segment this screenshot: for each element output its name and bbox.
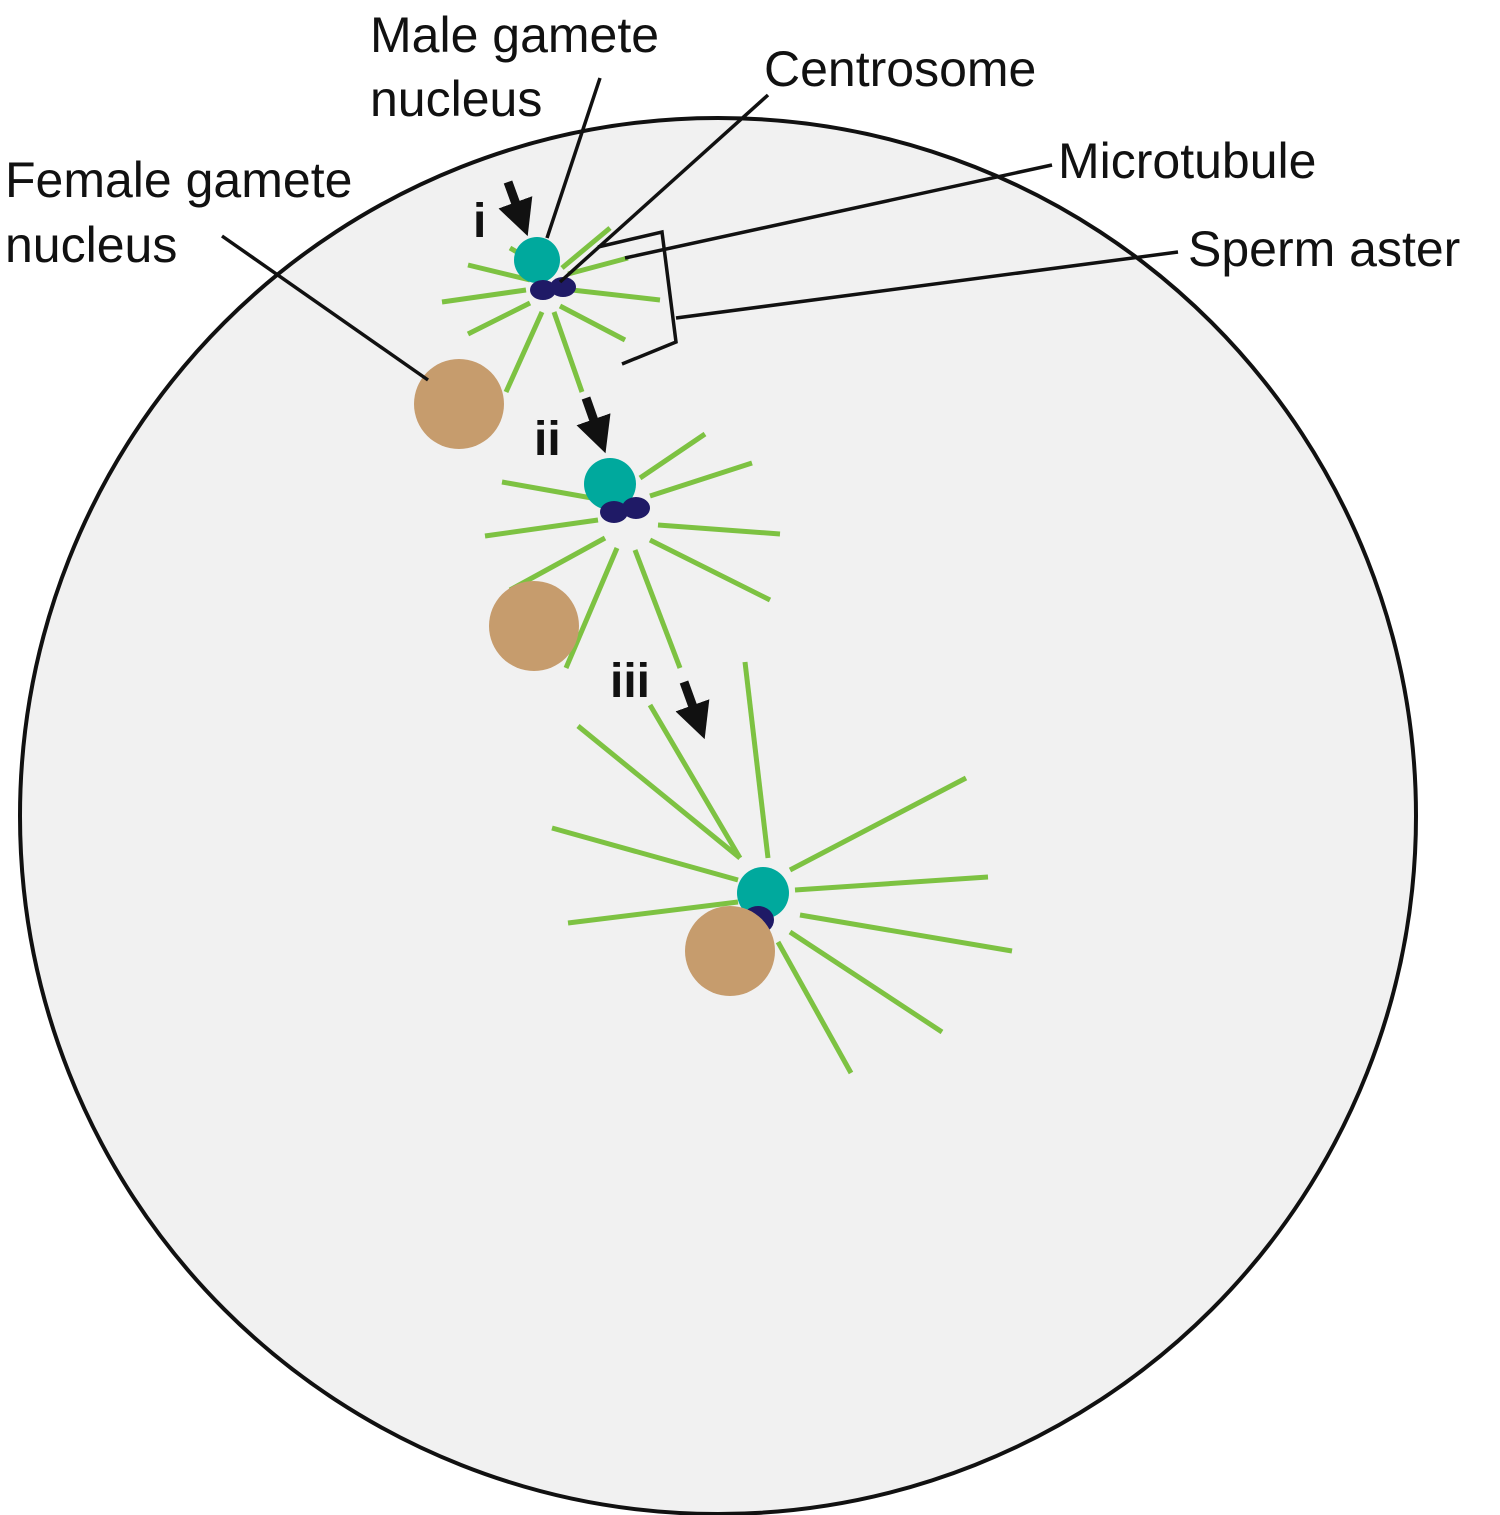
male-gamete-nucleus: [514, 237, 560, 283]
label-female-gamete-nucleus: Female gamete: [5, 152, 352, 208]
female-gamete-nucleus: [414, 359, 504, 449]
microtubule: [649, 460, 753, 499]
microtubule: [775, 940, 854, 1075]
female-gamete-nucleus: [489, 581, 579, 671]
microtubule: [508, 535, 607, 593]
microtubule: [657, 522, 781, 537]
microtubule: [467, 262, 531, 283]
sperm-aster-stage-ii: [484, 431, 781, 669]
microtubule: [441, 287, 527, 305]
label-centrosome: Centrosome: [764, 41, 1036, 97]
stage-label-iii: iii: [610, 655, 650, 708]
microtubule: [503, 310, 545, 394]
microtubule: [576, 724, 742, 860]
microtubule: [647, 703, 743, 860]
male-gamete-nucleus: [584, 458, 636, 510]
sperm-aster-stage-i: [441, 226, 661, 394]
microtubule-leader: [624, 163, 1053, 260]
microtubule: [466, 300, 532, 337]
stage-label-ii: ii: [534, 413, 561, 466]
arrow-down-icon: [675, 680, 710, 740]
arrow-down-icon: [576, 396, 611, 454]
label-male-gamete-nucleus: Male gamete: [370, 7, 659, 63]
microtubule: [632, 549, 683, 669]
microtubule: [788, 929, 944, 1035]
female-nucleus-leader: [220, 234, 430, 382]
centrosome: [550, 277, 576, 297]
microtubule: [501, 479, 604, 503]
female-gamete-nucleus: [685, 906, 775, 996]
microtubule: [551, 825, 739, 883]
centrosome: [600, 501, 628, 523]
microtubule: [638, 431, 707, 481]
microtubule: [571, 287, 661, 303]
male-gamete-nucleus: [737, 867, 789, 919]
microtubule: [558, 303, 627, 343]
label-microtubule: Microtubule: [1058, 133, 1316, 189]
arrow-down-icon: [498, 180, 533, 237]
microtubule: [648, 537, 772, 603]
male-nucleus-leader: [545, 77, 602, 239]
microtubule: [567, 255, 629, 277]
centrosome-leader: [558, 93, 770, 284]
microtubule: [563, 547, 620, 669]
centrosome: [530, 280, 556, 300]
label-male-gamete-nucleus-line2: nucleus: [370, 71, 542, 127]
microtubule: [484, 517, 599, 539]
microtubule: [794, 874, 989, 893]
label-sperm-aster: Sperm aster: [1188, 221, 1460, 277]
microtubule: [567, 899, 739, 926]
microtubule: [560, 226, 612, 270]
label-female-gamete-nucleus-line2: nucleus: [5, 217, 177, 273]
microtubule: [799, 912, 1013, 954]
microtubule: [788, 775, 968, 873]
sperm-aster-bracket: [597, 229, 678, 366]
microtubule: [742, 661, 771, 859]
microtubule: [551, 311, 585, 393]
sperm-aster-leader: [675, 250, 1179, 320]
centrosome: [622, 497, 650, 519]
stage-label-i: i: [473, 195, 486, 248]
